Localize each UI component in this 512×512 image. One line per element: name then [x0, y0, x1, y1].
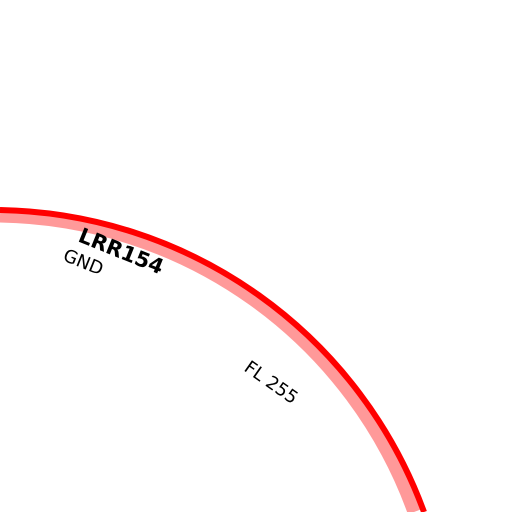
airspace-boundary-line — [0, 207, 427, 512]
airspace-boundary-halo — [0, 209, 421, 512]
airspace-boundary[interactable] — [0, 207, 427, 512]
